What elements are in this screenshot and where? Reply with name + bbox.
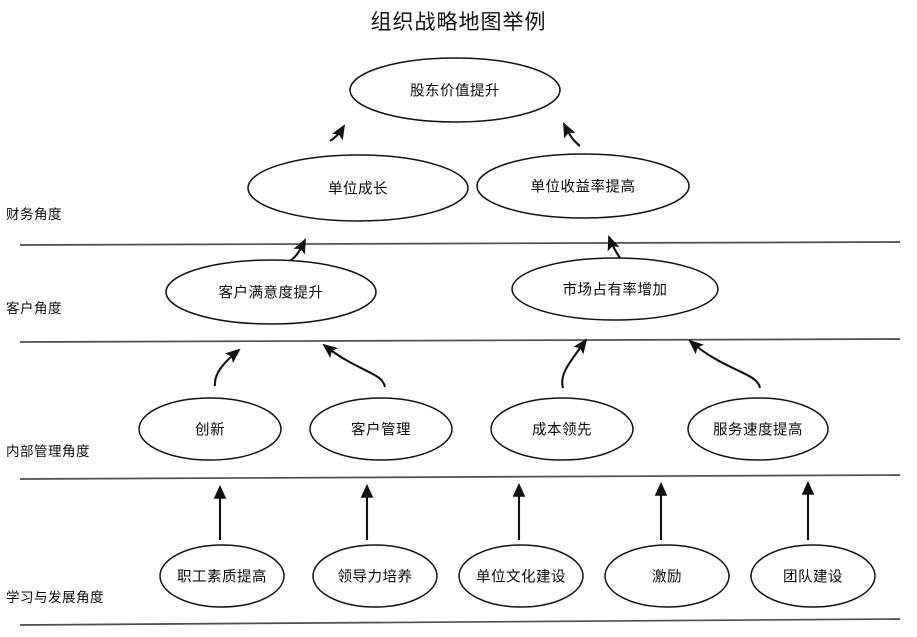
- connector-unit-profit-rate-to-shareholder-value: [563, 122, 581, 147]
- node-shape-unit-growth[interactable]: [247, 154, 469, 222]
- divider-financial: [19, 241, 901, 246]
- node-shape-unit-profit-rate[interactable]: [476, 153, 690, 219]
- node-shape-customer-management[interactable]: [309, 397, 453, 461]
- node-shape-motivation[interactable]: [604, 544, 730, 608]
- node-shape-shareholder-value[interactable]: [349, 57, 561, 123]
- connector-customer-management-to-customer-satisfaction: [322, 343, 387, 388]
- divider-internal: [19, 474, 901, 480]
- node-shape-service-speed[interactable]: [687, 397, 829, 461]
- perspective-label-learning: 学习与发展角度: [6, 590, 104, 606]
- node-shape-innovation[interactable]: [138, 397, 282, 461]
- connector-service-speed-to-market-share: [688, 339, 762, 389]
- node-shape-culture-building[interactable]: [458, 544, 584, 608]
- node-shapes: [138, 57, 876, 608]
- node-shape-leadership-training[interactable]: [312, 544, 438, 608]
- perspective-label-internal: 内部管理角度: [6, 444, 90, 460]
- connector-cost-leadership-to-market-share: [561, 338, 588, 389]
- connectors-curved: [213, 122, 762, 389]
- connector-innovation-to-customer-satisfaction: [213, 348, 241, 387]
- node-shape-team-building[interactable]: [750, 544, 876, 608]
- perspective-dividers: [19, 241, 901, 626]
- page-title: 组织战略地图举例: [370, 10, 547, 34]
- node-shape-staff-quality[interactable]: [159, 544, 285, 608]
- connector-unit-growth-to-shareholder-value: [329, 124, 346, 142]
- perspective-label-financial: 财务角度: [6, 207, 62, 223]
- connector-market-share-to-unit-profit-rate: [607, 235, 621, 259]
- perspective-label-customer: 客户角度: [6, 301, 62, 317]
- node-shape-customer-satisfaction[interactable]: [165, 259, 377, 325]
- divider-learning: [19, 618, 901, 626]
- divider-customer: [19, 338, 901, 343]
- node-shape-market-share[interactable]: [511, 257, 719, 321]
- connectors-straight: [213, 480, 815, 540]
- node-shape-cost-leadership[interactable]: [490, 397, 634, 461]
